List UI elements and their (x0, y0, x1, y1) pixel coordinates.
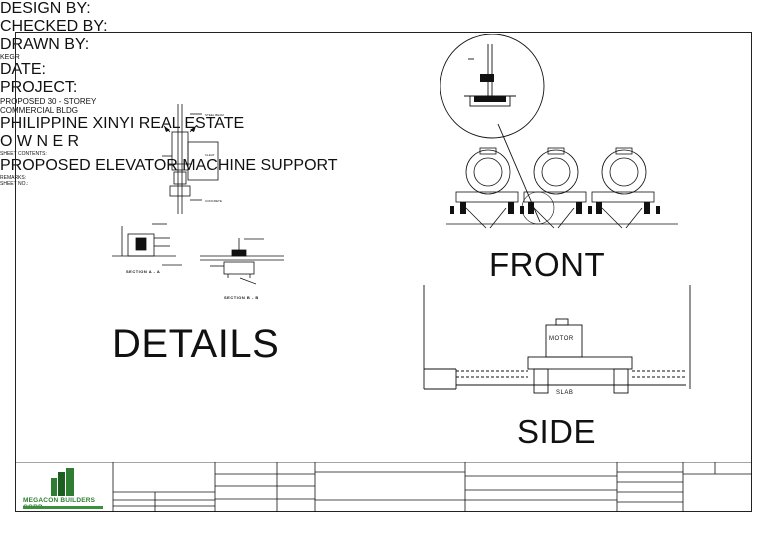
section-b-label: SECTION B - B (224, 295, 259, 300)
side-elevation-drawing (423, 285, 691, 394)
logo-tagline-bar (23, 506, 103, 509)
magnified-detail-callout (440, 34, 545, 223)
slab-label: SLAB (556, 390, 574, 396)
svg-text:STEEL BEAM: STEEL BEAM (205, 113, 224, 117)
front-elevation-drawing (446, 147, 678, 229)
drawn-by-value: KEGR (0, 54, 20, 61)
section-b-drawing (200, 238, 284, 285)
company-logo: MEGACON BUILDERS CORP (17, 464, 109, 512)
title-block-grid (15, 462, 752, 512)
section-a-drawing (112, 223, 182, 266)
design-by-label: DESIGN BY: (0, 0, 91, 17)
sheet-no-label: SHEET NO.: (0, 181, 29, 187)
front-heading: FRONT (489, 246, 606, 283)
project-name-line1: PROPOSED 30 - STOREY (0, 97, 97, 106)
section-a-label: SECTION A - A (126, 269, 161, 274)
svg-text:CLEAT: CLEAT (205, 153, 215, 157)
drawn-by-label: DRAWN BY: (0, 36, 90, 53)
motor-label: MOTOR (549, 336, 574, 342)
date-label: DATE: (0, 61, 46, 78)
svg-text:CONCRETE: CONCRETE (205, 199, 222, 203)
owner-name: PHILIPPINE XINYI REAL ESTATE (0, 115, 245, 132)
sheet-contents-value: PROPOSED ELEVATOR MACHINE SUPPORT (0, 157, 338, 174)
checked-by-label: CHECKED BY: (0, 18, 108, 35)
owner-label: O W N E R (0, 133, 80, 150)
project-name-line2: COMMERCIAL BLDG (0, 106, 78, 115)
details-heading: DETAILS (112, 322, 280, 366)
drawing-sheet-border (15, 32, 752, 512)
elevation-detail-drawing: STEEL BEAM CLEAT CONCRETE (162, 104, 224, 214)
project-label: PROJECT: (0, 79, 78, 96)
sheet-contents-label: SHEET CONTENTS: (0, 151, 47, 157)
building-logo-icon (51, 468, 74, 496)
remarks-label: REMARKS: (0, 175, 27, 181)
side-heading: SIDE (517, 413, 597, 450)
